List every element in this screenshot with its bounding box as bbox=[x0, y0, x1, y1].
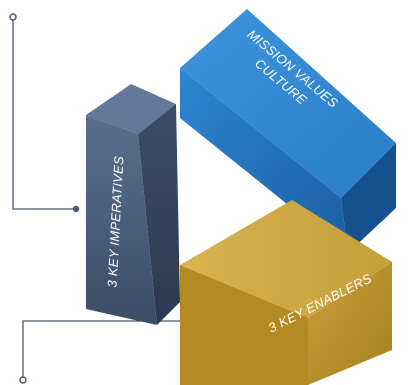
enablers-block-front-face bbox=[180, 265, 308, 385]
enablers-block-top-face bbox=[180, 200, 392, 318]
imperatives-block-top-face bbox=[86, 84, 176, 134]
mission-block-right-face bbox=[341, 143, 396, 253]
mission-block-front-face bbox=[180, 68, 348, 253]
enablers-block-right-face bbox=[308, 262, 392, 385]
imperatives-label: 3 KEY IMPERATIVES bbox=[105, 156, 127, 288]
mission-block-top-face bbox=[180, 9, 396, 198]
connector-top-line bbox=[12, 20, 76, 210]
connector-top bbox=[9, 13, 80, 213]
imperatives-block-side-face bbox=[138, 104, 180, 325]
connector-top-end-dot bbox=[72, 205, 80, 213]
imperatives-block-front-face bbox=[86, 115, 157, 325]
connector-top-start-dot bbox=[9, 13, 17, 21]
connector-bottom-start-dot bbox=[19, 376, 27, 384]
enablers-block: 3 KEY ENABLERS bbox=[180, 200, 392, 385]
imperatives-block: 3 KEY IMPERATIVES bbox=[86, 84, 180, 325]
